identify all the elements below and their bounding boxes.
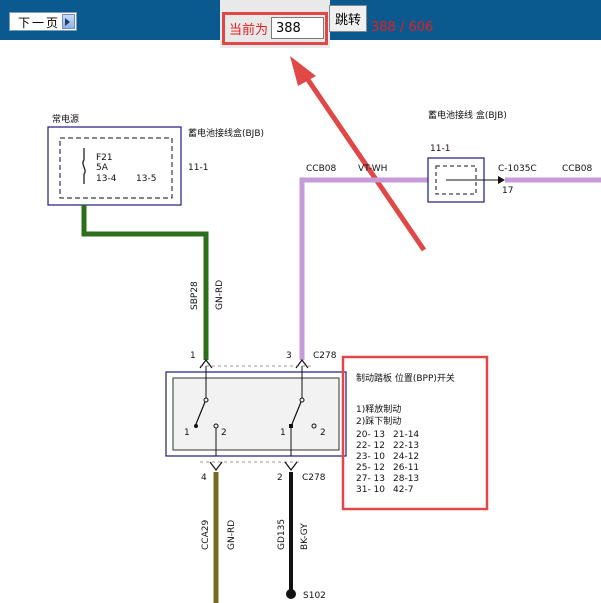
connector-chevron-icon [284, 461, 298, 471]
page-count: 388 / 606 [371, 20, 434, 35]
legend-highlight-box [341, 355, 489, 511]
switch-contact [203, 397, 209, 403]
connector-chevron-icon [209, 461, 223, 471]
wire-ccb08-left: CCB08 [306, 164, 336, 174]
conn-c278-top: C278 [313, 351, 337, 361]
legend-2: 2)踩下制动 [356, 415, 401, 427]
pin-table-cell: 22- 12 [356, 441, 385, 451]
pin-table-cell: 25- 12 [356, 463, 385, 473]
pin-table-cell: 24-12 [393, 452, 419, 462]
fuse-name: F21 [96, 153, 113, 163]
pin-table-cell: 27- 13 [356, 474, 385, 484]
bjb-label-right: 蓄电池接线 盒(BJB) [428, 109, 507, 121]
next-page-label: 下一页 [18, 16, 61, 30]
annotation-arrow-line [297, 66, 427, 252]
pin-table: 20- 13 21-14 22- 12 22-13 23- 10 24-12 2… [356, 430, 419, 495]
power-source-label: 常电源 [52, 113, 79, 125]
splice-s102: S102 [303, 591, 326, 601]
pin-1-top: 1 [190, 351, 196, 361]
fuse-pin-b: 13-5 [136, 174, 156, 184]
wire-gd135: GD135 [277, 519, 287, 550]
fuse-icon [82, 148, 86, 184]
wire-gnrd-bottom: GN-RD [227, 520, 237, 550]
pin-table-cell: 26-11 [393, 463, 419, 473]
pin-3-top: 3 [286, 351, 292, 361]
page-number-input[interactable] [271, 17, 324, 39]
current-page-label: 当前为 [229, 23, 269, 38]
wire-sbp28: SBP28 [190, 281, 200, 310]
pin-table-cell: 22-13 [393, 441, 419, 451]
fuse-box [47, 126, 182, 206]
pin-table-cell: 20- 13 [356, 430, 385, 440]
wire-vtwh: VT-WH [358, 164, 387, 174]
connector-box-inner [435, 165, 477, 195]
wire-bkgy: BK-GY [300, 523, 310, 550]
wire-cca29: CCA29 [201, 520, 211, 550]
sw2-pin-right: 2 [320, 428, 326, 438]
switch-blade [291, 401, 302, 425]
switch-title: 制动踏板 位置(BPP)开关 [356, 372, 455, 384]
splice-dot-icon [286, 589, 296, 599]
wire-ccb08-right: CCB08 [562, 164, 592, 174]
pin-4-bottom: 4 [201, 473, 207, 483]
pin-table-cell: 23- 10 [356, 452, 385, 462]
pin-2-bottom: 2 [277, 473, 283, 483]
jump-button[interactable]: 跳转 [329, 5, 367, 32]
connector-c1035c: C-1035C [498, 164, 537, 174]
fuse-box-inner [59, 137, 173, 199]
fuse-pin-a: 13-4 [96, 174, 117, 184]
pin-table-cell: 21-14 [393, 430, 419, 440]
right-box-ref: 11-1 [430, 144, 450, 154]
switch-contact [299, 397, 305, 403]
chevron-right-icon[interactable] [62, 14, 75, 29]
next-page-select[interactable]: 下一页 [9, 12, 77, 31]
legend-1: 1)释放制动 [356, 403, 401, 415]
wire-gnrd-top: GN-RD [215, 280, 225, 310]
connector-chevron-icon [295, 359, 309, 369]
annotation-arrow-head [290, 56, 316, 86]
wire-green [81, 205, 209, 360]
switch-contact [194, 424, 198, 428]
highlight-rectangle [222, 12, 328, 45]
sw1-pin-right: 2 [221, 428, 227, 438]
pin-table-cell: 31- 10 [356, 485, 385, 495]
arrow-right-icon [498, 176, 505, 184]
bjb-label-left: 蓄电池接线盒(BJB) [188, 127, 264, 139]
wire-violet [299, 177, 428, 360]
switch-box-inner [172, 377, 340, 451]
sw2-pin-left: 1 [280, 428, 286, 438]
pin-table-cell: 28-13 [393, 474, 419, 484]
switch-box [165, 371, 347, 457]
conn-c278-bottom: C278 [302, 473, 326, 483]
pin-17: 17 [502, 186, 513, 196]
connector-chevron-icon [199, 359, 213, 369]
left-box-ref: 11-1 [188, 163, 208, 173]
pin-table-cell: 42-7 [393, 485, 413, 495]
switch-blade [195, 401, 206, 425]
switch-contact [289, 424, 293, 428]
switch-contact [311, 423, 317, 429]
fuse-rating: 5A [96, 163, 109, 173]
sw1-pin-left: 1 [184, 428, 190, 438]
